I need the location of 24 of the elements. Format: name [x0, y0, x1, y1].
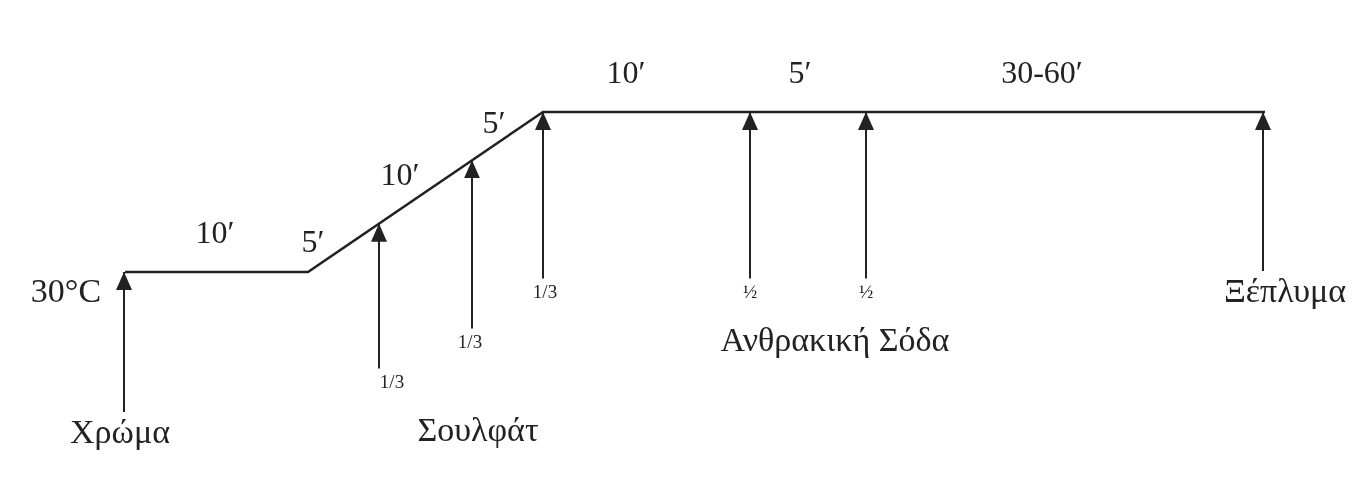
arrow	[371, 222, 387, 370]
quantity-label: 1/3	[379, 371, 405, 391]
duration-label: 5′	[301, 225, 325, 257]
quantity-label: ½	[858, 281, 874, 301]
duration-label: 10′	[606, 56, 646, 88]
arrow	[858, 111, 874, 280]
duration-label: 10′	[195, 216, 235, 248]
arrow	[116, 271, 132, 413]
duration-label: 5′	[788, 56, 812, 88]
quantity-label: 1/3	[532, 281, 558, 301]
arrow	[535, 111, 551, 280]
arrow	[742, 111, 758, 280]
step-label: Χρώμα	[70, 415, 170, 449]
step-label: Ξέπλυμα	[1223, 274, 1347, 308]
duration-label: 30-60′	[1001, 56, 1083, 88]
chemical-label: Ανθρακική Σόδα	[720, 323, 950, 357]
quantity-label: 1/3	[457, 331, 483, 351]
chemical-label: Σουλφάτ	[417, 413, 539, 447]
arrow	[464, 159, 480, 330]
arrow	[1255, 111, 1271, 272]
duration-label: 10′	[380, 158, 420, 190]
quantity-label: ½	[742, 281, 758, 301]
duration-label: 5′	[482, 106, 506, 138]
temperature-label: 30°C	[30, 274, 102, 308]
